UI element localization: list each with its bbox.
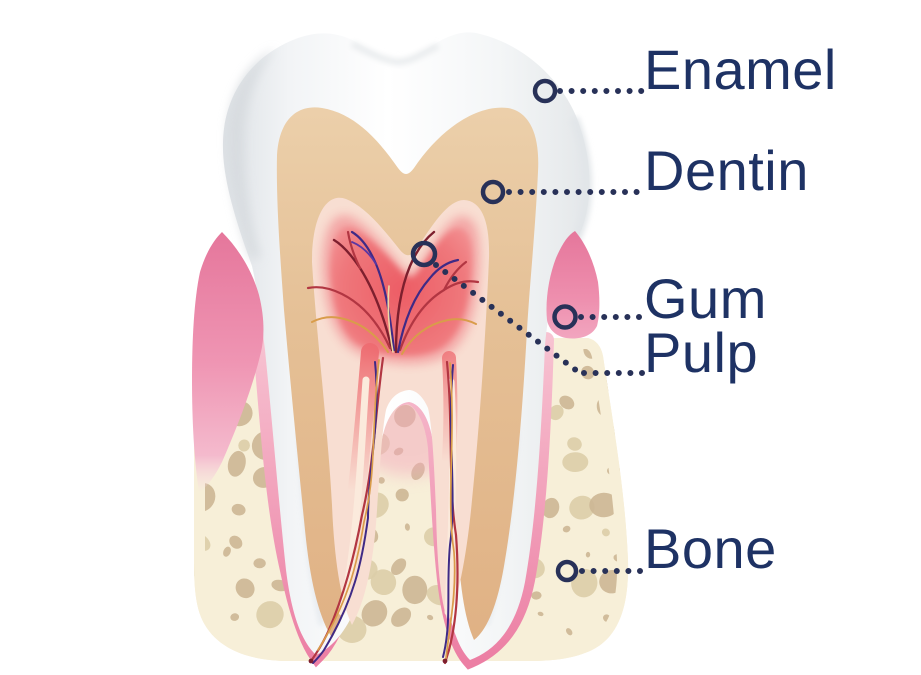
label-pulp: Pulp — [644, 321, 758, 384]
leader-lines — [433, 88, 645, 574]
gum-right — [546, 231, 600, 339]
marker-circles — [410, 78, 579, 583]
enamel-left-shadow — [227, 48, 276, 258]
enamel-marker — [532, 78, 558, 104]
pulp-nerves — [306, 230, 480, 665]
gum-region — [192, 231, 600, 492]
label-bone: Bone — [644, 517, 777, 580]
dentin-marker — [480, 179, 506, 205]
label-texts: Enamel Dentin Gum Pulp Bone — [644, 38, 837, 580]
bone-marker — [555, 559, 579, 583]
label-enamel: Enamel — [644, 38, 837, 101]
labels-group: Enamel Dentin Gum Pulp Bone — [410, 38, 837, 583]
pulp-marker — [410, 240, 438, 268]
gum-left — [192, 232, 264, 492]
label-dentin: Dentin — [644, 139, 809, 202]
label-gum: Gum — [644, 267, 767, 330]
gum-marker — [552, 304, 578, 330]
tooth-body — [222, 32, 592, 665]
enamel-cusp-shade — [350, 41, 440, 66]
